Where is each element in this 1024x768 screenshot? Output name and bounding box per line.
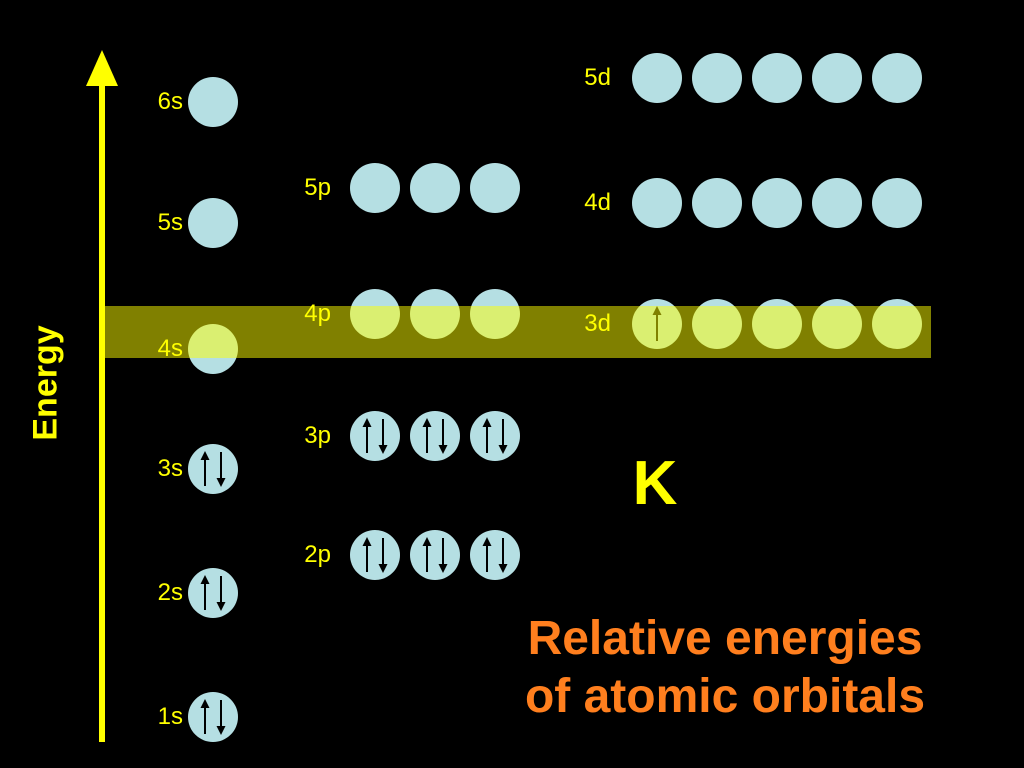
spin-up-arrow-icon <box>198 574 212 612</box>
orbital-label-3s: 3s <box>157 455 183 482</box>
orbital-2p-1 <box>350 530 400 580</box>
orbital-5d-5 <box>872 53 922 103</box>
orbital-label-4d: 4d <box>584 189 611 216</box>
orbital-3p-2 <box>410 411 460 461</box>
orbital-4p-1 <box>350 289 400 339</box>
orbital-4p-3 <box>470 289 520 339</box>
orbital-4s-1 <box>188 324 238 374</box>
spin-down-arrow-icon <box>376 536 390 574</box>
spin-up-arrow-icon <box>420 417 434 455</box>
orbital-label-2s: 2s <box>157 579 183 606</box>
orbital-5d-2 <box>692 53 742 103</box>
spin-up-arrow-icon <box>198 450 212 488</box>
orbital-3d-1 <box>632 299 682 349</box>
orbital-3p-3 <box>470 411 520 461</box>
orbital-4d-4 <box>812 178 862 228</box>
orbital-label-2p: 2p <box>304 541 331 568</box>
orbital-1s-1 <box>188 692 238 742</box>
orbital-label-1s: 1s <box>157 703 183 730</box>
spin-down-arrow-icon <box>496 417 510 455</box>
orbital-3p-1 <box>350 411 400 461</box>
orbital-5d-4 <box>812 53 862 103</box>
orbital-4p-2 <box>410 289 460 339</box>
spin-down-arrow-icon <box>214 574 228 612</box>
slide-title: Relative energies of atomic orbitals <box>440 610 1010 726</box>
orbital-3d-2 <box>692 299 742 349</box>
orbital-5s-1 <box>188 198 238 248</box>
orbital-5d-3 <box>752 53 802 103</box>
orbital-3d-3 <box>752 299 802 349</box>
orbital-label-3p: 3p <box>304 422 331 449</box>
slide-title-line-1: Relative energies <box>527 612 923 665</box>
orbital-label-5p: 5p <box>304 174 331 201</box>
spin-up-arrow-icon <box>198 698 212 736</box>
spin-down-arrow-icon <box>214 698 228 736</box>
orbital-4d-2 <box>692 178 742 228</box>
spin-up-arrow-icon <box>360 417 374 455</box>
orbital-5p-3 <box>470 163 520 213</box>
orbital-label-6s: 6s <box>157 88 183 115</box>
orbital-4d-1 <box>632 178 682 228</box>
orbital-2p-2 <box>410 530 460 580</box>
orbital-2p-3 <box>470 530 520 580</box>
spin-up-arrow-icon <box>480 536 494 574</box>
orbital-6s-1 <box>188 77 238 127</box>
spin-down-arrow-icon <box>214 450 228 488</box>
orbital-4d-5 <box>872 178 922 228</box>
slide-title-line-2: of atomic orbitals <box>524 670 926 723</box>
orbital-5d-1 <box>632 53 682 103</box>
orbital-label-4p: 4p <box>304 300 331 327</box>
orbital-label-5d: 5d <box>584 64 611 91</box>
spin-down-arrow-icon <box>436 536 450 574</box>
orbital-2s-1 <box>188 568 238 618</box>
energy-axis-line <box>99 78 105 742</box>
spin-down-arrow-icon <box>436 417 450 455</box>
spin-down-arrow-icon <box>376 417 390 455</box>
orbital-3d-5 <box>872 299 922 349</box>
energy-axis-arrowhead <box>86 50 118 86</box>
orbital-label-3d: 3d <box>584 310 611 337</box>
orbital-label-4s: 4s <box>157 335 183 362</box>
spin-up-arrow-icon <box>480 417 494 455</box>
orbital-label-5s: 5s <box>157 209 183 236</box>
orbital-3s-1 <box>188 444 238 494</box>
orbital-4d-3 <box>752 178 802 228</box>
orbital-5p-1 <box>350 163 400 213</box>
spin-up-arrow-icon <box>360 536 374 574</box>
orbital-3d-4 <box>812 299 862 349</box>
spin-up-arrow-icon <box>420 536 434 574</box>
spin-down-arrow-icon <box>496 536 510 574</box>
element-symbol: K <box>632 449 678 518</box>
orbital-5p-2 <box>410 163 460 213</box>
spin-up-arrow-icon <box>650 305 664 343</box>
